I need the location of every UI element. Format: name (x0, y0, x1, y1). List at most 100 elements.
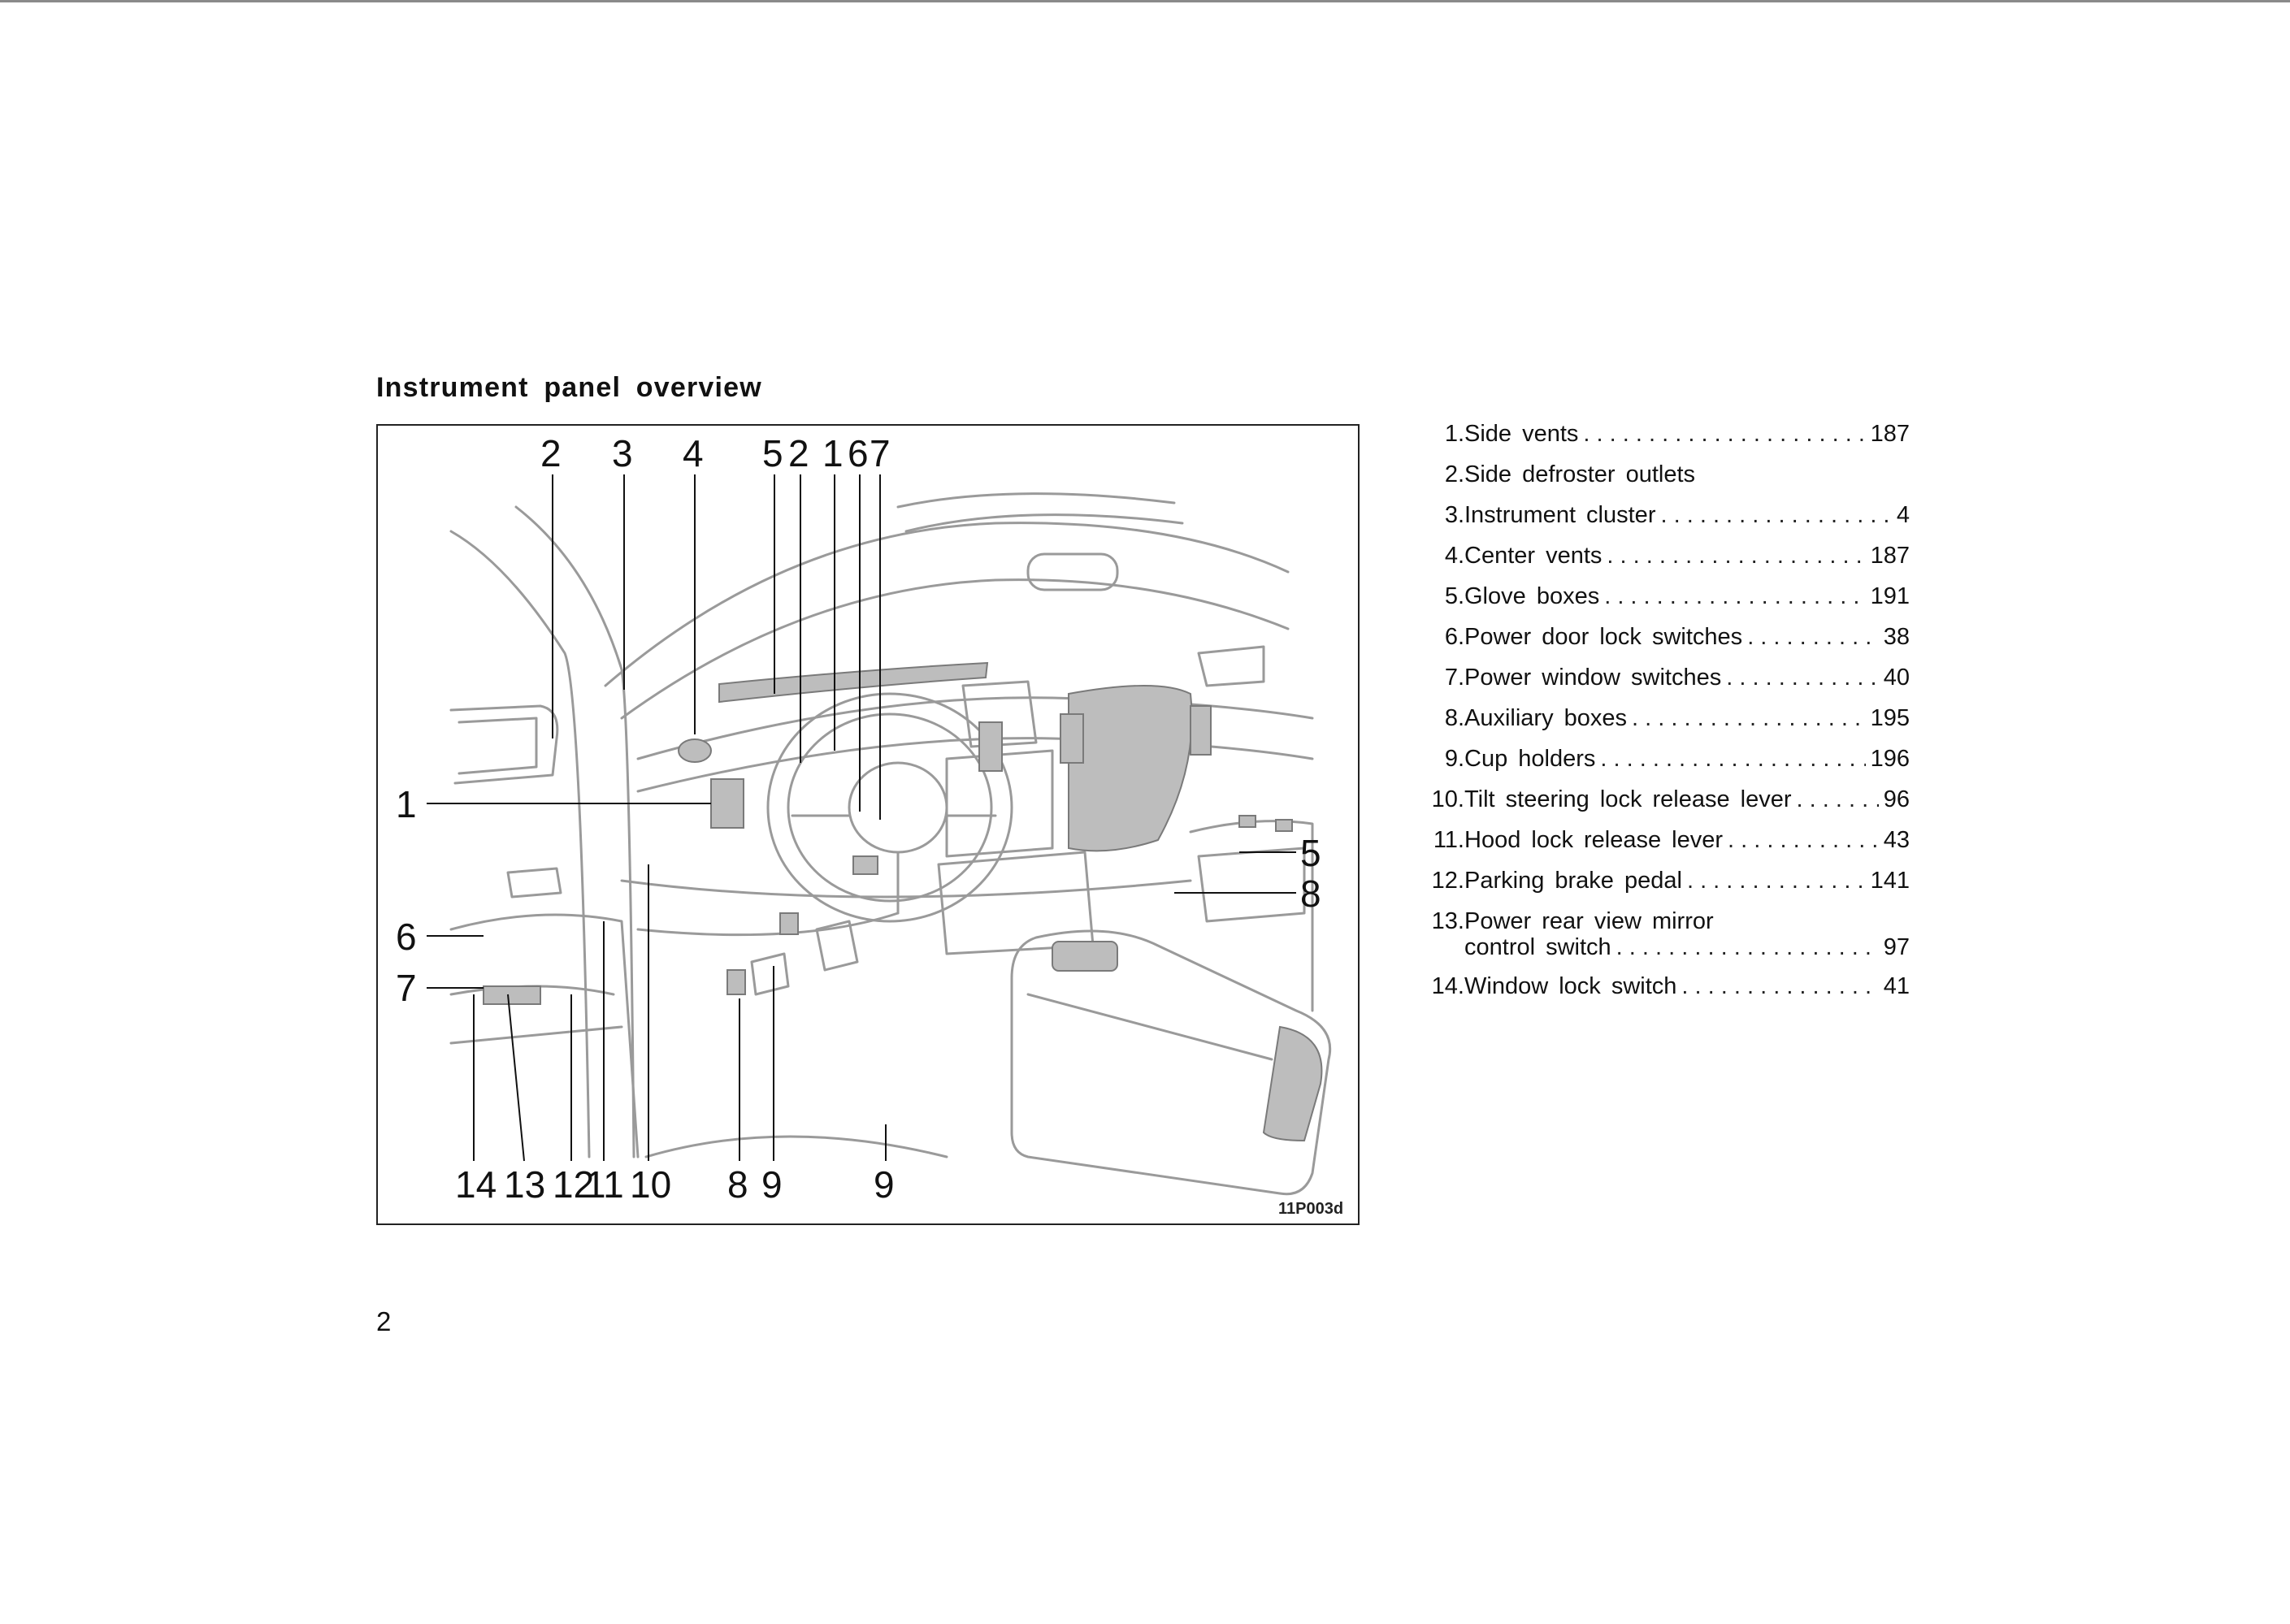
leader-dots (1687, 868, 1866, 894)
legend-number: 1. (1444, 421, 1464, 447)
callout-top-6: 1 (822, 432, 844, 474)
callout-bottom-8: 9 (874, 1163, 895, 1206)
legend-number: 13. (1431, 908, 1464, 934)
callout-left-1: 1 (396, 783, 417, 825)
top-rule (0, 0, 2290, 2)
leader-dots (1726, 665, 1879, 691)
window-switch-right-highlight (1275, 819, 1293, 832)
legend-label: Side defroster outlets (1464, 461, 1696, 487)
legend-number: 7. (1444, 665, 1464, 691)
legend-number: 3. (1444, 502, 1464, 528)
legend-item: 4. Center vents 187 (1422, 543, 1910, 583)
callout-bottom-7: 9 (761, 1163, 783, 1206)
legend-page-ref: 195 (1870, 705, 1910, 731)
callout-right-2: 8 (1300, 873, 1321, 915)
legend-label: Side vents (1464, 421, 1579, 447)
figure-callouts: 2 3 4 5 2 1 6 7 1 6 7 5 8 14 13 12 11 10… (396, 432, 1321, 1206)
legend-label: Instrument cluster (1464, 502, 1656, 528)
legend-page-ref: 97 (1883, 934, 1910, 960)
callout-top-2: 3 (612, 432, 633, 474)
callout-bottom-4: 11 (585, 1163, 624, 1206)
callout-top-7: 6 (848, 432, 869, 474)
legend-number: 11. (1433, 827, 1464, 853)
callout-bottom-1: 14 (455, 1163, 497, 1206)
callout-top-1: 2 (540, 432, 562, 474)
page-title: Instrument panel overview (376, 372, 762, 403)
legend-page-ref: 191 (1870, 583, 1910, 609)
leader-dots (1583, 421, 1865, 448)
legend-label: Glove boxes (1464, 583, 1600, 609)
leader-lines (427, 474, 1296, 1162)
side-defroster-highlight (678, 738, 712, 763)
legend-item: 6. Power door lock switches 38 (1422, 624, 1910, 665)
leader-dots (1660, 502, 1891, 529)
legend-page-ref: 40 (1883, 665, 1910, 691)
legend-number: 10. (1431, 786, 1464, 812)
side-vent-left-highlight (710, 778, 744, 829)
hood-lever-highlight (779, 912, 799, 935)
legend-label: Center vents (1464, 543, 1603, 569)
legend-label: Power rear view mirror (1464, 908, 1714, 934)
legend-item: 9. Cup holders 196 (1422, 746, 1910, 786)
legend-page-ref: 96 (1883, 786, 1910, 812)
instrument-panel-illustration: 2 3 4 5 2 1 6 7 1 6 7 5 8 14 13 12 11 10… (396, 432, 1343, 1218)
cup-holder-rear-highlight (1262, 1025, 1323, 1142)
legend-number: 5. (1444, 583, 1464, 609)
callout-bottom-2: 13 (504, 1163, 545, 1206)
glove-box-highlight (1068, 685, 1193, 852)
center-vent-2-highlight (1060, 713, 1084, 764)
callout-right-1: 5 (1300, 832, 1321, 874)
callout-bottom-6: 8 (727, 1163, 748, 1206)
leader-dots (1632, 705, 1866, 732)
leader-dots (1607, 543, 1865, 569)
legend-label: Auxiliary boxes (1464, 705, 1628, 731)
legend-page-ref: 38 (1883, 624, 1910, 650)
parking-brake-highlight (726, 969, 746, 995)
legend-page-ref: 187 (1870, 421, 1910, 447)
legend-page-ref: 41 (1883, 973, 1910, 999)
cup-holder-highlight (1052, 941, 1118, 972)
callout-top-5: 2 (788, 432, 809, 474)
legend-page-ref: 4 (1896, 502, 1910, 528)
leader-dots (1747, 624, 1879, 651)
legend-label: Parking brake pedal (1464, 868, 1682, 894)
legend-item: 7. Power window switches 40 (1422, 665, 1910, 705)
callout-top-8: 7 (870, 432, 891, 474)
legend-page-ref: 187 (1870, 543, 1910, 569)
callout-bottom-3: 12 (553, 1163, 594, 1206)
instrument-panel-figure: 2 3 4 5 2 1 6 7 1 6 7 5 8 14 13 12 11 10… (376, 424, 1360, 1225)
component-legend: 1. Side vents 187 2. Side defroster outl… (1422, 421, 1910, 1014)
legend-number: 2. (1444, 461, 1464, 487)
legend-page-ref: 141 (1870, 868, 1910, 894)
legend-item: 2. Side defroster outlets (1422, 461, 1910, 502)
legend-number: 8. (1444, 705, 1464, 731)
side-vent-right-highlight (1190, 705, 1212, 756)
callout-top-3: 4 (683, 432, 704, 474)
tilt-lever-highlight (852, 855, 878, 875)
legend-item: 14. Window lock switch 41 (1422, 973, 1910, 1014)
figure-code: 11P003d (1278, 1200, 1343, 1218)
callout-top-4: 5 (762, 432, 783, 474)
leader-dots (1681, 973, 1878, 1000)
legend-item: 11. Hood lock release lever 43 (1422, 827, 1910, 868)
legend-item: 12. Parking brake pedal 141 (1422, 868, 1910, 908)
legend-item: 10. Tilt steering lock release lever 96 (1422, 786, 1910, 827)
legend-number: 12. (1431, 868, 1464, 894)
callout-left-3: 7 (396, 967, 417, 1009)
legend-label: Power door lock switches (1464, 624, 1743, 650)
instrument-cluster-highlight (718, 661, 989, 704)
legend-number: 6. (1444, 624, 1464, 650)
legend-number: 4. (1444, 543, 1464, 569)
leader-dots (1604, 583, 1865, 610)
callout-bottom-5: 10 (630, 1163, 671, 1206)
legend-item: 5. Glove boxes 191 (1422, 583, 1910, 624)
legend-label: Power window switches (1464, 665, 1722, 691)
leader-dots (1600, 746, 1865, 773)
legend-label: Hood lock release lever (1464, 827, 1724, 853)
legend-page-ref: 196 (1870, 746, 1910, 772)
callout-left-2: 6 (396, 916, 417, 958)
highlighted-components (483, 661, 1323, 1142)
legend-label: Window lock switch (1464, 973, 1677, 999)
legend-page-ref: 43 (1883, 827, 1910, 853)
dashboard-outline (449, 492, 1332, 1196)
